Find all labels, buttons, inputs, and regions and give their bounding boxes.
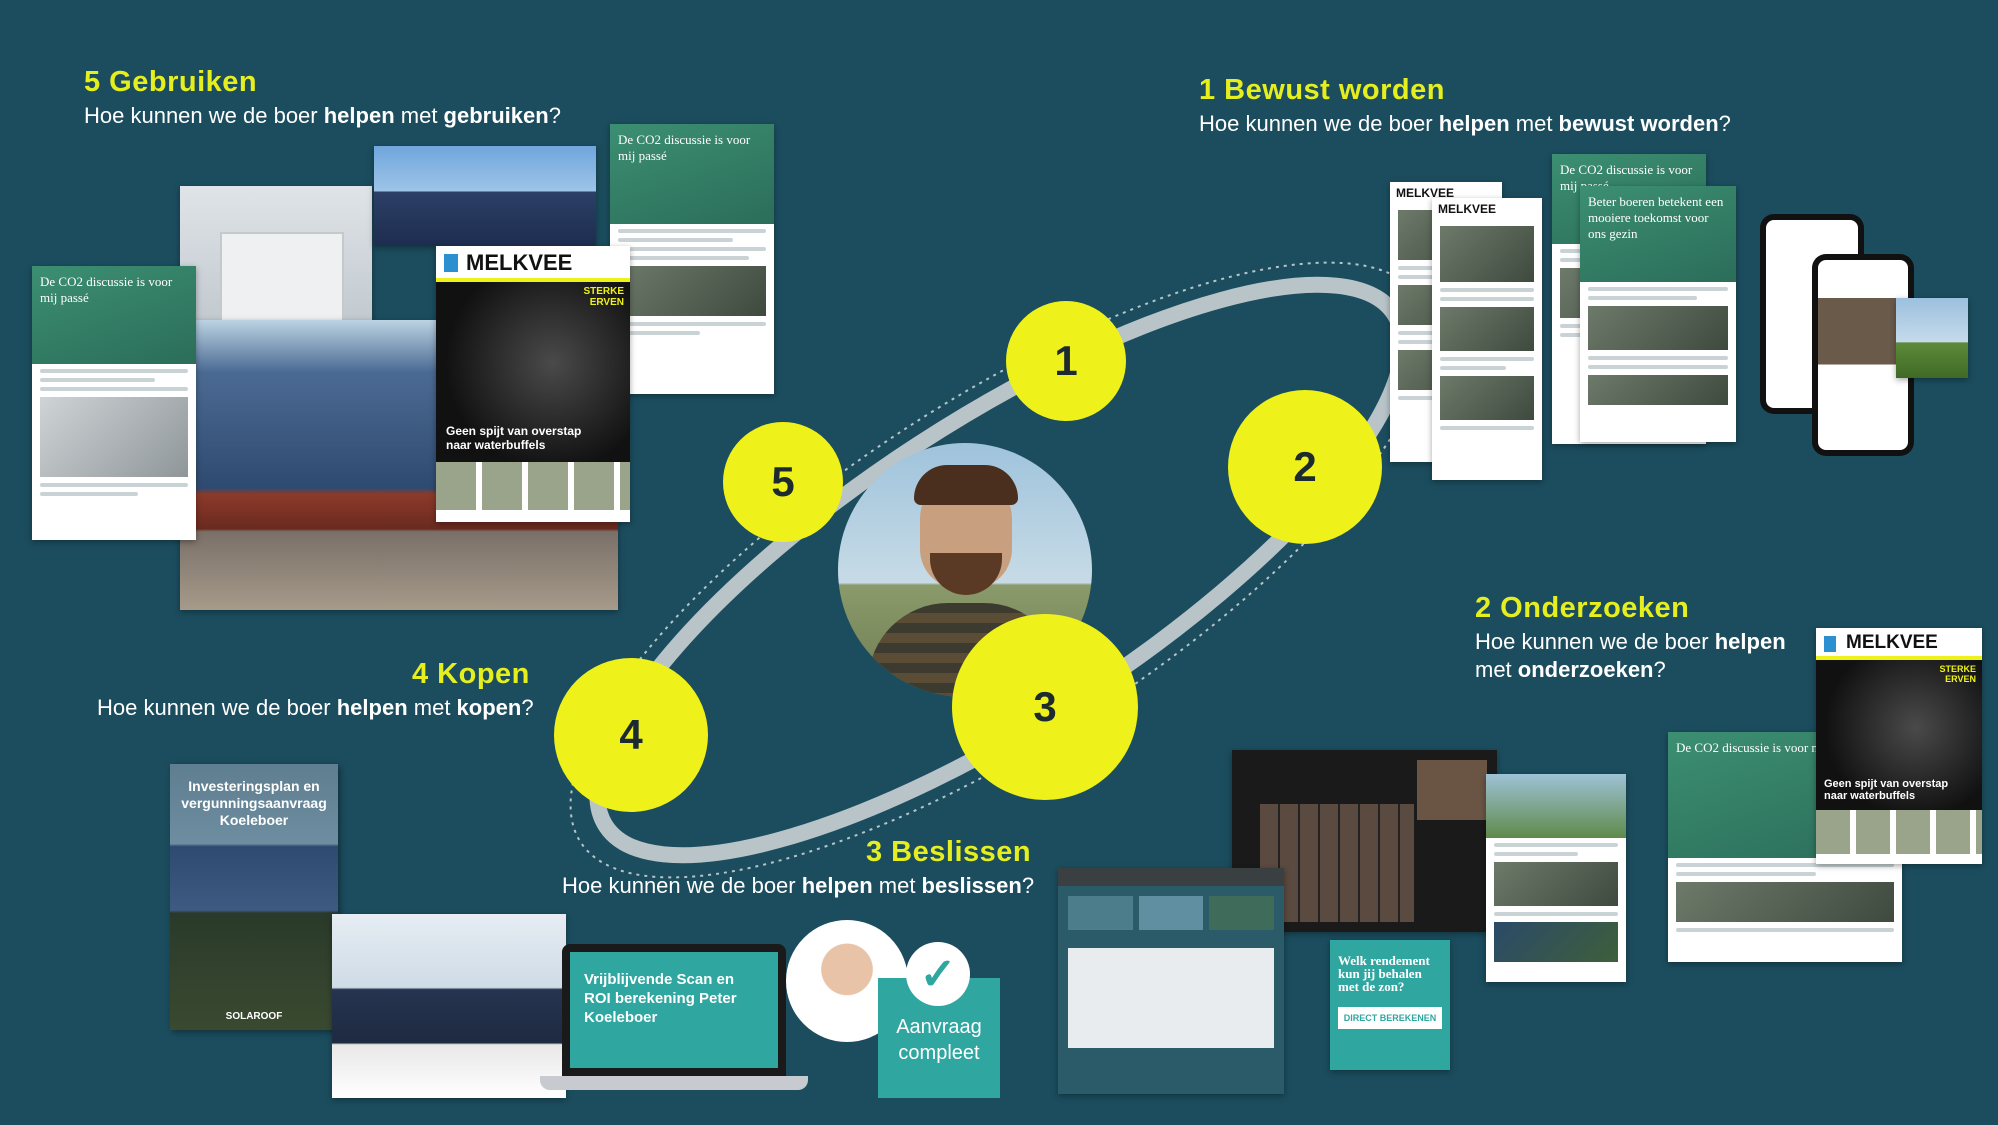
aanvraag-compleet-box: Aanvraag compleet — [878, 978, 1000, 1098]
magazine-logo-icon — [444, 254, 458, 272]
stage-5-question: Hoe kunnen we de boer helpen met gebruik… — [84, 103, 561, 128]
newsletter-stage5-left: De CO2 discussie is voor mij passé — [32, 266, 196, 540]
newsletter-stage1-d: Beter boeren betekent een mooiere toekom… — [1580, 186, 1736, 442]
stage-4-question: Hoe kunnen we de boer helpen met kopen? — [97, 695, 534, 720]
rendement-ad: Welk rendement kun jij behalen met de zo… — [1330, 940, 1450, 1070]
stage-3-title: 3 Beslissen — [866, 836, 1032, 868]
field-photo — [1896, 298, 1968, 378]
aanvraag-text: Aanvraag compleet — [896, 1016, 982, 1064]
book-title: Investeringsplan en vergunningsaanvraag … — [181, 778, 327, 828]
stage-1-title: 1 Bewust worden — [1199, 74, 1445, 106]
stage-circle-1[interactable]: 1 — [1006, 301, 1126, 421]
book-brand: SOLAROOF — [225, 1011, 283, 1022]
newsletter-brand: MELKVEE — [1438, 202, 1497, 216]
stage-5-title: 5 Gebruiken — [84, 66, 258, 98]
direct-berekenen-button[interactable]: DIRECT BEREKENEN — [1338, 1007, 1442, 1029]
checkmark-icon: ✓ — [906, 942, 970, 1006]
stage-3-question: Hoe kunnen we de boer helpen met besliss… — [562, 873, 1035, 898]
stage-1-question: Hoe kunnen we de boer helpen met bewust … — [1199, 111, 1731, 136]
solar-installer-photo — [374, 146, 596, 246]
magazine-headline: Geen spijt van overstap naar waterbuffel… — [446, 424, 582, 452]
investment-plan-book: Investeringsplan en vergunningsaanvraag … — [170, 764, 338, 1030]
magazine-cover-stage2: MELKVEE STERKE ERVEN Geen spijt van over… — [1816, 628, 1982, 864]
calculator-webpage — [1058, 868, 1284, 1094]
stage-2-title: 2 Onderzoeken — [1475, 592, 1690, 624]
magazine-headline: Geen spijt van overstap naar waterbuffel… — [1824, 778, 1949, 802]
magazine-cover-stage5: MELKVEE STERKE ERVEN Geen spijt van over… — [436, 246, 630, 522]
magazine-tag: STERKE ERVEN — [1939, 664, 1976, 684]
stage-2-question: Hoe kunnen we de boer helpen met onderzo… — [1475, 629, 1786, 682]
newsletter-hero: De CO2 discussie is voor mij passé — [610, 124, 774, 224]
newsletter-brand: MELKVEE — [1396, 186, 1455, 200]
newsletter-stage1-b: MELKVEE — [1432, 198, 1542, 480]
magazine-brand: MELKVEE — [1846, 632, 1938, 653]
rendement-ad-text: Welk rendement kun jij behalen met de zo… — [1338, 953, 1430, 994]
stage-circle-5[interactable]: 5 — [723, 422, 843, 542]
newsletter-stage5-right: De CO2 discussie is voor mij passé — [610, 124, 774, 394]
business-meeting-photo — [332, 914, 566, 1098]
stage-circle-2[interactable]: 2 — [1228, 390, 1382, 544]
magazine-brand: MELKVEE — [466, 250, 573, 275]
newsletter-stage2-tractor — [1486, 774, 1626, 982]
magazine-tag: STERKE ERVEN — [583, 286, 624, 308]
stage-circle-3[interactable]: 3 — [952, 614, 1138, 800]
newsletter-hero: De CO2 discussie is voor mij passé — [32, 266, 196, 364]
newsletter-hero: Beter boeren betekent een mooiere toekom… — [1580, 186, 1736, 282]
laptop-mockup: Vrijblijvende Scan en ROI berekening Pet… — [540, 944, 808, 1106]
stage-circle-4[interactable]: 4 — [554, 658, 708, 812]
laptop-screen-text: Vrijblijvende Scan en ROI berekening Pet… — [584, 971, 737, 1026]
magazine-logo-icon — [1824, 636, 1836, 652]
video-call-screenshot — [1232, 750, 1497, 932]
stage-4-title: 4 Kopen — [412, 658, 530, 690]
